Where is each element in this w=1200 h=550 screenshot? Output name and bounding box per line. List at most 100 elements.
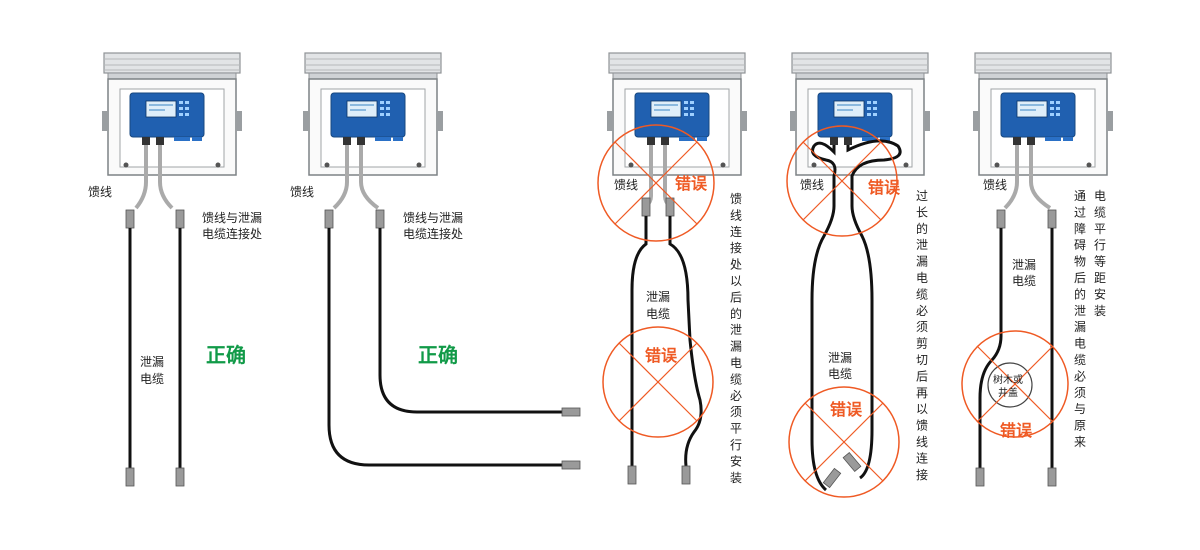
wrong-marker-loop <box>786 125 898 237</box>
note-char: 线 <box>916 435 928 449</box>
note-char: 装 <box>730 471 742 485</box>
note-char: 行 <box>1094 238 1106 252</box>
leak-cable-label-line1: 泄漏 <box>140 355 164 369</box>
leak-cable-label-line2: 电缆 <box>140 372 164 386</box>
feeder-cable-left <box>134 145 148 210</box>
leak-cable-right <box>378 228 562 414</box>
panel-5: 树木或 井盖 馈线 泄漏 电缆 错误 通过障碍物后的泄漏电缆必须与原来电缆平行等… <box>961 52 1114 487</box>
note-char: 须 <box>916 320 928 334</box>
wrong-label-loop: 错误 <box>868 178 901 197</box>
note-char: 缆 <box>1074 353 1086 367</box>
wrong-marker-obstacle <box>961 330 1069 438</box>
wrong-marker-joint <box>597 124 715 242</box>
note-char: 电 <box>1074 337 1086 351</box>
note-char: 通 <box>1074 189 1086 203</box>
note-char: 以 <box>730 274 742 288</box>
note-char: 以 <box>916 402 928 416</box>
note-char: 障 <box>1074 221 1086 236</box>
leak-detector-device <box>789 52 931 176</box>
feeder-cable-left-loop <box>811 141 837 206</box>
note-char: 原 <box>1074 419 1086 433</box>
correct-label: 正确 <box>206 343 246 367</box>
leak-cable-label-line2: 电缆 <box>646 307 670 321</box>
note-char: 馈 <box>730 192 742 206</box>
note-char: 馈 <box>916 419 928 433</box>
note-char: 过 <box>1074 205 1086 219</box>
note-char: 等 <box>1094 255 1106 269</box>
note-char: 来 <box>1074 435 1086 449</box>
note-char: 泄 <box>1074 304 1086 318</box>
wrong-marker-parallel <box>602 326 714 438</box>
note-char: 与 <box>1074 402 1086 416</box>
feeder-cable-left <box>1003 145 1019 210</box>
correct-label: 正确 <box>418 343 458 367</box>
joint-label-line2: 电缆连接处 <box>403 226 463 241</box>
leak-cable-left <box>327 228 562 467</box>
leak-cable-label-line2: 电缆 <box>1012 274 1036 288</box>
note-char: 再 <box>916 386 928 400</box>
leak-detector-device <box>972 52 1114 176</box>
note-char: 的 <box>916 221 928 236</box>
joint-label-line1: 馈线与泄漏 <box>403 211 463 225</box>
note-char: 切 <box>916 353 928 367</box>
note-char: 漏 <box>916 255 928 269</box>
note-char: 行 <box>730 438 742 452</box>
note-char: 漏 <box>730 340 742 354</box>
note-char: 后 <box>1074 271 1086 285</box>
note-char: 电 <box>916 271 928 285</box>
note-char: 须 <box>1074 386 1086 400</box>
note-char: 后 <box>916 369 928 383</box>
leak-cable-label-line1: 泄漏 <box>1012 258 1036 272</box>
note-char: 后 <box>730 290 742 304</box>
note-char: 缆 <box>1094 205 1106 219</box>
feeder-cable-left <box>332 145 349 210</box>
feeder-label: 馈线 <box>88 185 112 199</box>
leak-detector-device <box>302 52 444 176</box>
leak-cable-right-wavy <box>668 216 703 467</box>
wrong-marker-end <box>788 386 900 498</box>
feeder-label: 馈线 <box>983 178 1007 192</box>
leak-detector-device <box>606 52 748 176</box>
note-char: 物 <box>1074 255 1086 269</box>
note-char: 平 <box>1094 222 1106 236</box>
note-char: 的 <box>1074 286 1086 301</box>
leak-detector-device <box>101 52 243 176</box>
feeder-cable-right-loop <box>846 139 902 206</box>
note-char: 碍 <box>1074 238 1086 252</box>
leak-cable-label-line1: 泄漏 <box>646 290 670 304</box>
note-char: 必 <box>1074 369 1086 383</box>
note-char: 接 <box>916 467 928 482</box>
leak-cable-label-line2: 电缆 <box>828 367 852 381</box>
note-char: 安 <box>730 453 742 468</box>
note-char: 漏 <box>1074 320 1086 334</box>
note-char: 处 <box>730 258 742 272</box>
note-char: 泄 <box>916 238 928 252</box>
note-char: 平 <box>730 422 742 436</box>
panel-2: 馈线 馈线与泄漏 电缆连接处 正确 <box>290 52 581 470</box>
feeder-label: 馈线 <box>290 185 314 199</box>
note-char: 连 <box>916 450 928 465</box>
note-char: 必 <box>730 389 742 403</box>
note-char: 泄 <box>730 323 742 337</box>
note-char: 装 <box>1094 304 1106 318</box>
obstacle-label-line1: 树木或 <box>993 373 1023 386</box>
feeder-cable-right <box>1029 145 1052 210</box>
feeder-cable-right <box>359 145 380 210</box>
leak-cable-label-line1: 泄漏 <box>828 351 852 365</box>
note-char: 缆 <box>730 372 742 386</box>
obstacle-label-line2: 井盖 <box>998 386 1018 399</box>
note-char: 的 <box>730 306 742 321</box>
note-char: 安 <box>1094 286 1106 301</box>
joint-label-line1: 馈线与泄漏 <box>202 211 262 225</box>
obstacle-icon <box>987 362 1033 408</box>
leak-cable-right-long <box>850 205 874 480</box>
leak-cable-left-long <box>810 205 836 492</box>
leak-cable-left <box>630 216 648 466</box>
feeder-label: 馈线 <box>800 178 824 192</box>
panel-1: 馈线 馈线与泄漏 电缆连接处 泄漏 电缆 正确 <box>88 52 262 487</box>
